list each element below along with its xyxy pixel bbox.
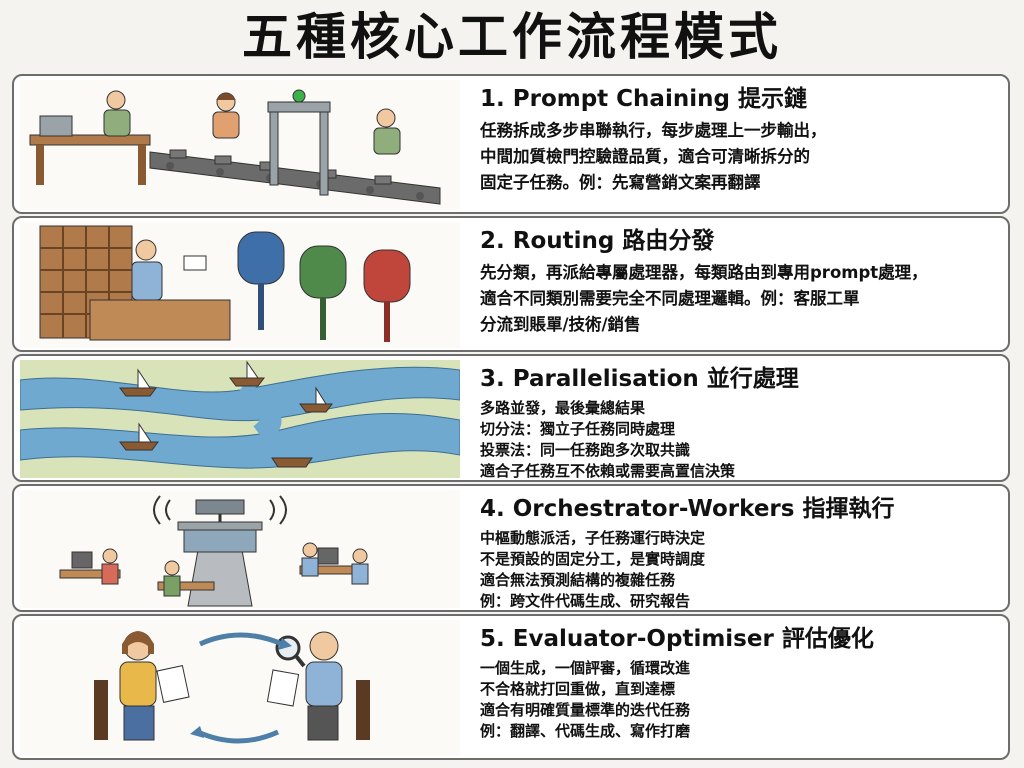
pattern-description-line: 切分法：獨立子任務同時處理 (480, 420, 676, 438)
pattern-panel-prompt-chaining: 1. Prompt Chaining 提示鏈 任務拆成多步串聯執行，每步處理上一… (12, 74, 1010, 214)
pattern-heading: 1. Prompt Chaining 提示鏈 (480, 86, 807, 112)
pattern-description-line: 適合有明確質量標準的迭代任務 (480, 701, 691, 719)
pattern-description-line: 任務拆成多步串聯執行，每步處理上一步輸出， (480, 121, 827, 140)
pattern-description-line: 適合子任務互不依賴或需要高置信決策 (480, 462, 736, 480)
review-loop-illustration (20, 620, 460, 756)
pattern-description-line: 中樞動態派活，子任務運行時決定 (480, 529, 706, 547)
pattern-text: 3. Parallelisation 並行處理 多路並發，最後彙總結果 切分法：… (480, 364, 998, 480)
pattern-description-line: 固定子任務。例：先寫營銷文案再翻譯 (480, 173, 761, 192)
river-boats-illustration (20, 360, 460, 478)
pattern-description-line: 適合不同類別需要完全不同處理邏輯。例：客服工單 (480, 289, 860, 308)
pattern-panel-routing: 2. Routing 路由分發 先分類，再派給專屬處理器，每類路由到專用prom… (12, 216, 1010, 352)
control-tower-illustration (20, 490, 460, 608)
pattern-description-line: 多路並發，最後彙總結果 (480, 399, 646, 417)
pattern-text: 4. Orchestrator-Workers 指揮執行 中樞動態派活，子任務運… (480, 494, 998, 610)
pattern-description-line: 不合格就打回重做，直到達標 (480, 680, 676, 698)
pattern-heading: 3. Parallelisation 並行處理 (480, 366, 799, 392)
pattern-description-line: 中間加質檢門控驗證品質，適合可清晰拆分的 (480, 147, 810, 166)
pattern-description-line: 分流到賬單/技術/銷售 (480, 315, 641, 334)
pattern-panel-evaluator-optimiser: 5. Evaluator-Optimiser 評估優化 一個生成，一個評審，循環… (12, 614, 1010, 760)
pattern-heading: 4. Orchestrator-Workers 指揮執行 (480, 496, 895, 522)
pattern-heading: 5. Evaluator-Optimiser 評估優化 (480, 626, 874, 652)
pattern-text: 5. Evaluator-Optimiser 評估優化 一個生成，一個評審，循環… (480, 624, 998, 742)
pattern-text: 2. Routing 路由分發 先分類，再派給專屬處理器，每類路由到專用prom… (480, 226, 998, 338)
pattern-panel-orchestrator-workers: 4. Orchestrator-Workers 指揮執行 中樞動態派活，子任務運… (12, 484, 1010, 612)
page-title: 五種核心工作流程模式 (242, 8, 782, 66)
mail-routing-illustration (20, 222, 460, 348)
pattern-description-line: 適合無法預測結構的複雜任務 (480, 571, 676, 589)
pattern-description-line: 例：翻譯、代碼生成、寫作打磨 (480, 722, 691, 740)
pattern-heading: 2. Routing 路由分發 (480, 228, 715, 254)
pattern-description-line: 不是預設的固定分工，是實時調度 (480, 550, 706, 568)
pattern-description-line: 例：跨文件代碼生成、研究報告 (480, 592, 691, 610)
pattern-description-line: 先分類，再派給專屬處理器，每類路由到專用prompt處理， (480, 263, 928, 282)
pattern-panel-parallelisation: 3. Parallelisation 並行處理 多路並發，最後彙總結果 切分法：… (12, 354, 1010, 482)
pattern-description-line: 一個生成，一個評審，循環改進 (480, 659, 691, 677)
pattern-text: 1. Prompt Chaining 提示鏈 任務拆成多步串聯執行，每步處理上一… (480, 84, 998, 196)
assembly-line-illustration (20, 80, 460, 210)
pattern-description-line: 投票法：同一任務跑多次取共識 (480, 441, 691, 459)
